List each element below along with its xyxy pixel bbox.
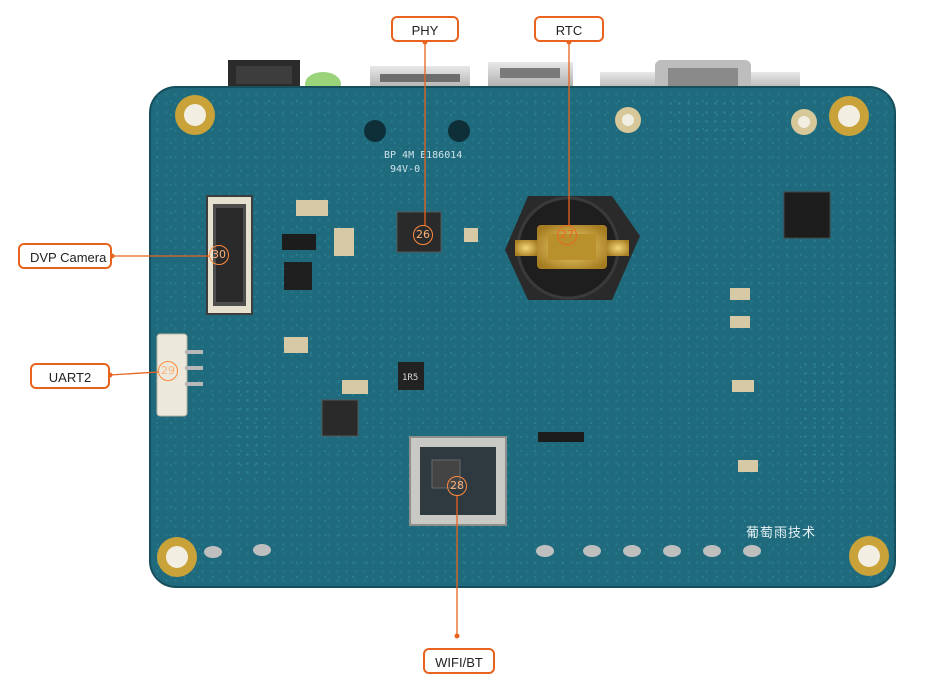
rtc-callout: RTC [534,16,604,42]
marker-27: 27 [557,225,577,245]
marker-26: 26 [413,225,433,245]
other-ics: 1R5 [282,191,831,472]
marker-28: 28 [447,476,467,496]
marker-30: 30 [209,245,229,265]
marker-29: 29 [158,361,178,381]
cert-text: BP 4M E186014 [384,150,462,161]
silkscreen-marks: BP 4M E186014 94V-0 [364,120,470,175]
header-pins [230,100,850,490]
wifi-bt-callout: WIFI/BT [423,648,495,674]
phy-callout: PHY [391,16,459,42]
mounting-holes [157,95,889,577]
dvp-camera-callout: DVP Camera [18,243,112,269]
bottom-solder-points [204,544,761,558]
uart2-callout: UART2 [30,363,110,389]
phy-chip [396,211,442,253]
inductor-label: 1R5 [402,373,418,383]
rtc-battery-holder [505,196,640,300]
watermark-text: 葡萄雨技术 [746,526,817,541]
rating-text: 94V-0 [390,164,420,175]
